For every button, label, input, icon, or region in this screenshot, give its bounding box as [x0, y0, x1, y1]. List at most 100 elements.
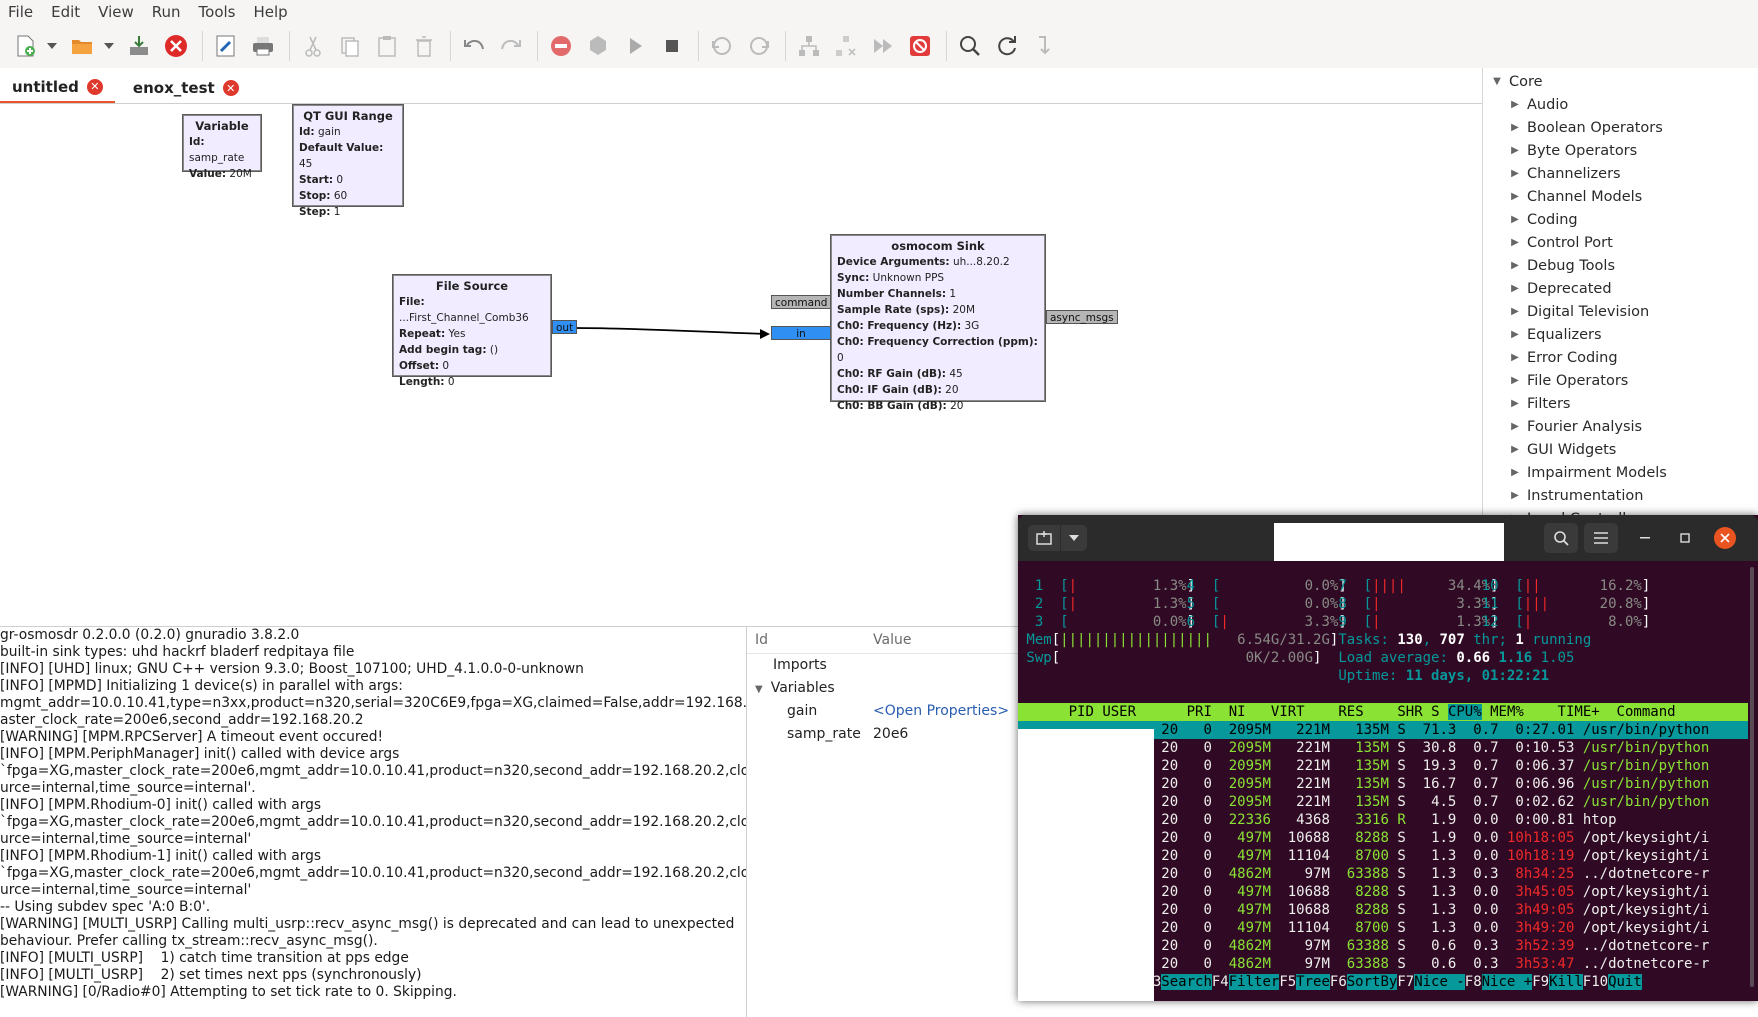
- new-tab-button[interactable]: [1028, 525, 1060, 551]
- minimize-button[interactable]: [1634, 527, 1656, 549]
- tree-root-core[interactable]: ▼ Core: [1483, 70, 1758, 93]
- fkey-label[interactable]: Tree: [1296, 974, 1330, 990]
- new-dropdown-icon[interactable]: [45, 29, 59, 63]
- collapsed-arrow-icon[interactable]: ▶: [1511, 421, 1519, 432]
- fkey-key[interactable]: F5: [1279, 974, 1297, 990]
- remove-hier-icon[interactable]: [829, 29, 863, 63]
- tree-category-item[interactable]: ▶Coding: [1483, 208, 1758, 231]
- column-header[interactable]: S: [1422, 704, 1448, 720]
- tree-category-item[interactable]: ▶Channelizers: [1483, 162, 1758, 185]
- print-icon[interactable]: [246, 29, 280, 63]
- tab-menu-button[interactable]: [1061, 525, 1087, 551]
- close-tab-icon[interactable]: ✕: [222, 80, 239, 96]
- expanded-arrow-icon[interactable]: ▼: [755, 684, 763, 695]
- close-window-button[interactable]: [1714, 527, 1736, 549]
- tree-category-item[interactable]: ▶Audio: [1483, 93, 1758, 116]
- block-file-source[interactable]: File Source File: ...First_Channel_Comb3…: [392, 274, 552, 388]
- column-header[interactable]: VIRT: [1245, 704, 1305, 720]
- menu-file[interactable]: File: [8, 3, 34, 21]
- process-row[interactable]: 20 0 2095M 221M 135M S 19.3 0.7 0:06.37 …: [1018, 757, 1748, 775]
- process-row[interactable]: 20 0 497M 10688 8288 S 1.3 0.0 3h45:05 /…: [1018, 883, 1748, 901]
- collapsed-arrow-icon[interactable]: ▶: [1511, 490, 1519, 501]
- collapsed-arrow-icon[interactable]: ▶: [1511, 191, 1519, 202]
- open-folder-icon[interactable]: [65, 29, 99, 63]
- tree-category-item[interactable]: ▶Instrumentation: [1483, 484, 1758, 507]
- maximize-button[interactable]: [1674, 527, 1696, 549]
- tree-category-item[interactable]: ▶Error Coding: [1483, 346, 1758, 369]
- open-dropdown-icon[interactable]: [102, 29, 116, 63]
- tree-category-item[interactable]: ▶Level Controllers: [1483, 507, 1758, 516]
- search-icon[interactable]: [953, 29, 987, 63]
- fkey-label[interactable]: SortBy: [1346, 974, 1398, 990]
- menu-view[interactable]: View: [98, 3, 134, 21]
- collapsed-arrow-icon[interactable]: ▶: [1511, 168, 1519, 179]
- reload-icon[interactable]: [990, 29, 1024, 63]
- port-out[interactable]: out: [552, 320, 578, 334]
- expanded-arrow-icon[interactable]: ▼: [1493, 76, 1501, 87]
- collapsed-arrow-icon[interactable]: ▶: [1511, 283, 1519, 294]
- collapsed-arrow-icon[interactable]: ▶: [1511, 122, 1519, 133]
- menu-edit[interactable]: Edit: [51, 3, 81, 21]
- fkey-label[interactable]: Quit: [1608, 974, 1642, 990]
- fkey-key[interactable]: F6: [1329, 974, 1347, 990]
- column-header[interactable]: PID: [1043, 704, 1103, 720]
- menu-help[interactable]: Help: [253, 3, 288, 21]
- disable-block-icon[interactable]: [544, 29, 578, 63]
- tree-category-item[interactable]: ▶Digital Television: [1483, 300, 1758, 323]
- copy-icon[interactable]: [333, 29, 367, 63]
- variable-value[interactable]: <Open Properties>: [873, 703, 1010, 719]
- collapsed-arrow-icon[interactable]: ▶: [1511, 237, 1519, 248]
- tree-category-item[interactable]: ▶Debug Tools: [1483, 254, 1758, 277]
- edit-properties-icon[interactable]: [209, 29, 243, 63]
- stop-icon[interactable]: [655, 29, 689, 63]
- column-header[interactable]: NI: [1211, 704, 1246, 720]
- tab-enox-test[interactable]: enox_test ✕: [121, 72, 251, 104]
- variable-row[interactable]: samp_rate 20e6: [747, 723, 1019, 746]
- tree-category-item[interactable]: ▶GUI Widgets: [1483, 438, 1758, 461]
- tree-category-item[interactable]: ▶Byte Operators: [1483, 139, 1758, 162]
- new-file-icon[interactable]: [8, 29, 42, 63]
- console-output[interactable]: gr-osmosdr 0.2.0.0 (0.2.0) gnuradio 3.8.…: [0, 626, 747, 1017]
- process-row[interactable]: 20 0 2095M 221M 135M S 71.3 0.7 0:27.01 …: [1018, 721, 1748, 739]
- tree-category-item[interactable]: ▶Fourier Analysis: [1483, 415, 1758, 438]
- port-async-msgs[interactable]: async_msgs: [1046, 310, 1118, 324]
- fkey-key[interactable]: F4: [1211, 974, 1229, 990]
- collapsed-arrow-icon[interactable]: ▶: [1511, 398, 1519, 409]
- tree-category-item[interactable]: ▶Control Port: [1483, 231, 1758, 254]
- collapsed-arrow-icon[interactable]: ▶: [1511, 329, 1519, 340]
- port-in[interactable]: in: [771, 326, 831, 340]
- tree-category-item[interactable]: ▶Boolean Operators: [1483, 116, 1758, 139]
- process-row[interactable]: 20 0 497M 11104 8700 S 1.3 0.0 10h18:19 …: [1018, 847, 1748, 865]
- fkey-key[interactable]: F10: [1582, 974, 1609, 990]
- menu-run[interactable]: Run: [151, 3, 181, 21]
- rotate-cw-icon[interactable]: [742, 29, 776, 63]
- close-icon[interactable]: [159, 29, 193, 63]
- process-row[interactable]: 20 0 4862M 97M 63388 S 0.6 0.3 3h53:47 .…: [1018, 955, 1748, 973]
- fkey-label[interactable]: Search: [1161, 974, 1212, 990]
- row-variables[interactable]: ▼Variables: [747, 677, 1019, 700]
- tree-category-item[interactable]: ▶Deprecated: [1483, 277, 1758, 300]
- collapsed-arrow-icon[interactable]: ▶: [1511, 214, 1519, 225]
- fkey-label[interactable]: Filter: [1228, 974, 1280, 990]
- create-hier-icon[interactable]: [792, 29, 826, 63]
- tree-category-item[interactable]: ▶Equalizers: [1483, 323, 1758, 346]
- collapsed-arrow-icon[interactable]: ▶: [1511, 444, 1519, 455]
- process-row[interactable]: 20 0 2095M 221M 135M S 16.7 0.7 0:06.96 …: [1018, 775, 1748, 793]
- process-row[interactable]: 20 0 497M 10688 8288 S 1.9 0.0 10h18:05 …: [1018, 829, 1748, 847]
- process-row[interactable]: 20 0 22336 4368 3316 R 1.9 0.0 0:00.81 h…: [1018, 811, 1748, 829]
- column-value[interactable]: Value: [873, 632, 912, 648]
- block-osmocom-sink[interactable]: osmocom Sink Device Arguments: uh...8.20…: [830, 234, 1046, 412]
- fkey-key[interactable]: F9: [1532, 974, 1550, 990]
- collapsed-arrow-icon[interactable]: ▶: [1511, 467, 1519, 478]
- delete-icon[interactable]: [407, 29, 441, 63]
- column-header[interactable]: RES: [1304, 704, 1364, 720]
- fast-forward-icon[interactable]: [866, 29, 900, 63]
- rotate-ccw-icon[interactable]: [705, 29, 739, 63]
- close-tab-icon[interactable]: ✕: [86, 78, 103, 95]
- row-imports[interactable]: Imports: [747, 654, 1019, 677]
- collapsed-arrow-icon[interactable]: ▶: [1507, 513, 1523, 515]
- column-header[interactable]: TIME+: [1523, 704, 1600, 720]
- column-header[interactable]: PRI: [1178, 704, 1212, 720]
- fkey-key[interactable]: F7: [1397, 974, 1415, 990]
- collapsed-arrow-icon[interactable]: ▶: [1511, 306, 1519, 317]
